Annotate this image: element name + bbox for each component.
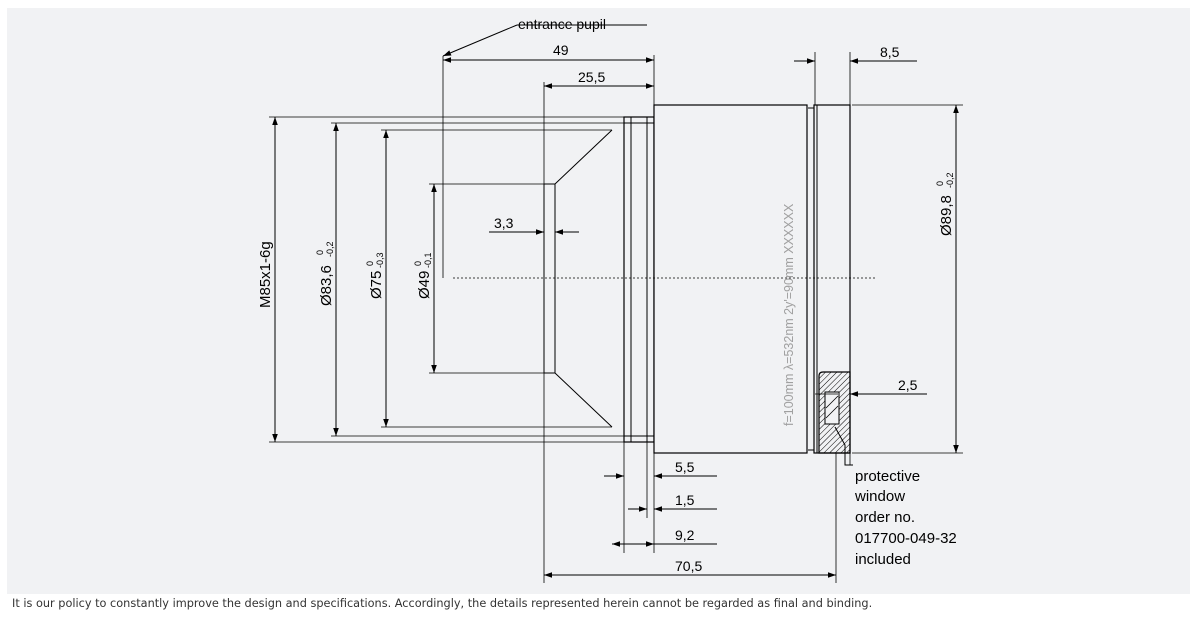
footer-disclaimer: It is our policy to constantly improve t…	[12, 597, 873, 610]
drawing-area: entrance pupil 49 25,5 8,5 3,3 2,5 5,5 1…	[7, 8, 1190, 594]
footer: It is our policy to constantly improve t…	[0, 594, 1197, 619]
extension-lines	[269, 52, 963, 583]
label-dia89-8-tol-lower: -0,2	[945, 172, 955, 188]
label-dia75-tol-upper: 0	[365, 261, 375, 266]
label-dia75-tol-lower: -0,3	[375, 252, 385, 268]
dimension-lines	[272, 24, 959, 578]
label-thread: M85x1-6g	[257, 241, 274, 308]
front-cone	[543, 129, 613, 428]
label-dia49-group: Ø49 0 -0,1	[413, 252, 433, 299]
label-1-5: 1,5	[675, 492, 695, 508]
protective-window-section	[818, 371, 851, 454]
window-glass-hatch-2	[825, 405, 839, 419]
technical-drawing: entrance pupil 49 25,5 8,5 3,3 2,5 5,5 1…	[257, 16, 963, 583]
label-dia89-8: Ø89,8	[938, 195, 955, 236]
thread-section	[623, 116, 655, 443]
label-dia75-group: Ø75 0 -0,3	[365, 252, 385, 299]
label-dia49: Ø49	[416, 271, 433, 299]
window-note-line-1: protective	[855, 468, 920, 485]
label-dia75: Ø75	[368, 271, 385, 299]
label-dia83-6-group: Ø83,6 0 -0,2	[315, 241, 335, 306]
label-dia83-6-tol-lower: -0,2	[325, 241, 335, 257]
label-3-3: 3,3	[494, 215, 514, 231]
window-glass-hatch-1	[825, 395, 839, 409]
engraving-text: f=100mm λ=532nm 2y'=90mm XXXXXX	[782, 203, 796, 426]
label-dia83-6-tol-upper: 0	[315, 250, 325, 255]
label-2-5: 2,5	[898, 377, 918, 393]
lens-body	[543, 104, 851, 454]
entrance-pupil-leader	[442, 24, 518, 57]
label-25-5: 25,5	[578, 69, 605, 85]
label-9-2: 9,2	[675, 527, 695, 543]
window-note: protective window order no. 017700-049-3…	[854, 468, 957, 568]
label-70-5: 70,5	[675, 558, 702, 574]
label-dia89-8-group: Ø89,8 0 -0,2	[935, 172, 955, 236]
label-dia83-6: Ø83,6	[318, 265, 335, 306]
label-dia89-8-tol-upper: 0	[935, 181, 945, 186]
window-note-line-3: order no.	[855, 509, 915, 526]
label-dia49-tol-upper: 0	[413, 261, 423, 266]
label-entrance-pupil: entrance pupil	[518, 16, 606, 32]
main-barrel	[653, 104, 808, 454]
window-note-leader	[834, 426, 853, 466]
label-8-5: 8,5	[880, 44, 900, 60]
label-dia49-tol-lower: -0,1	[423, 252, 433, 268]
window-note-line-5: included	[855, 551, 911, 568]
window-note-line-4: 017700-049-32	[855, 530, 957, 547]
window-note-line-2: window	[854, 488, 905, 505]
label-5-5: 5,5	[675, 459, 695, 475]
label-49: 49	[553, 42, 569, 58]
